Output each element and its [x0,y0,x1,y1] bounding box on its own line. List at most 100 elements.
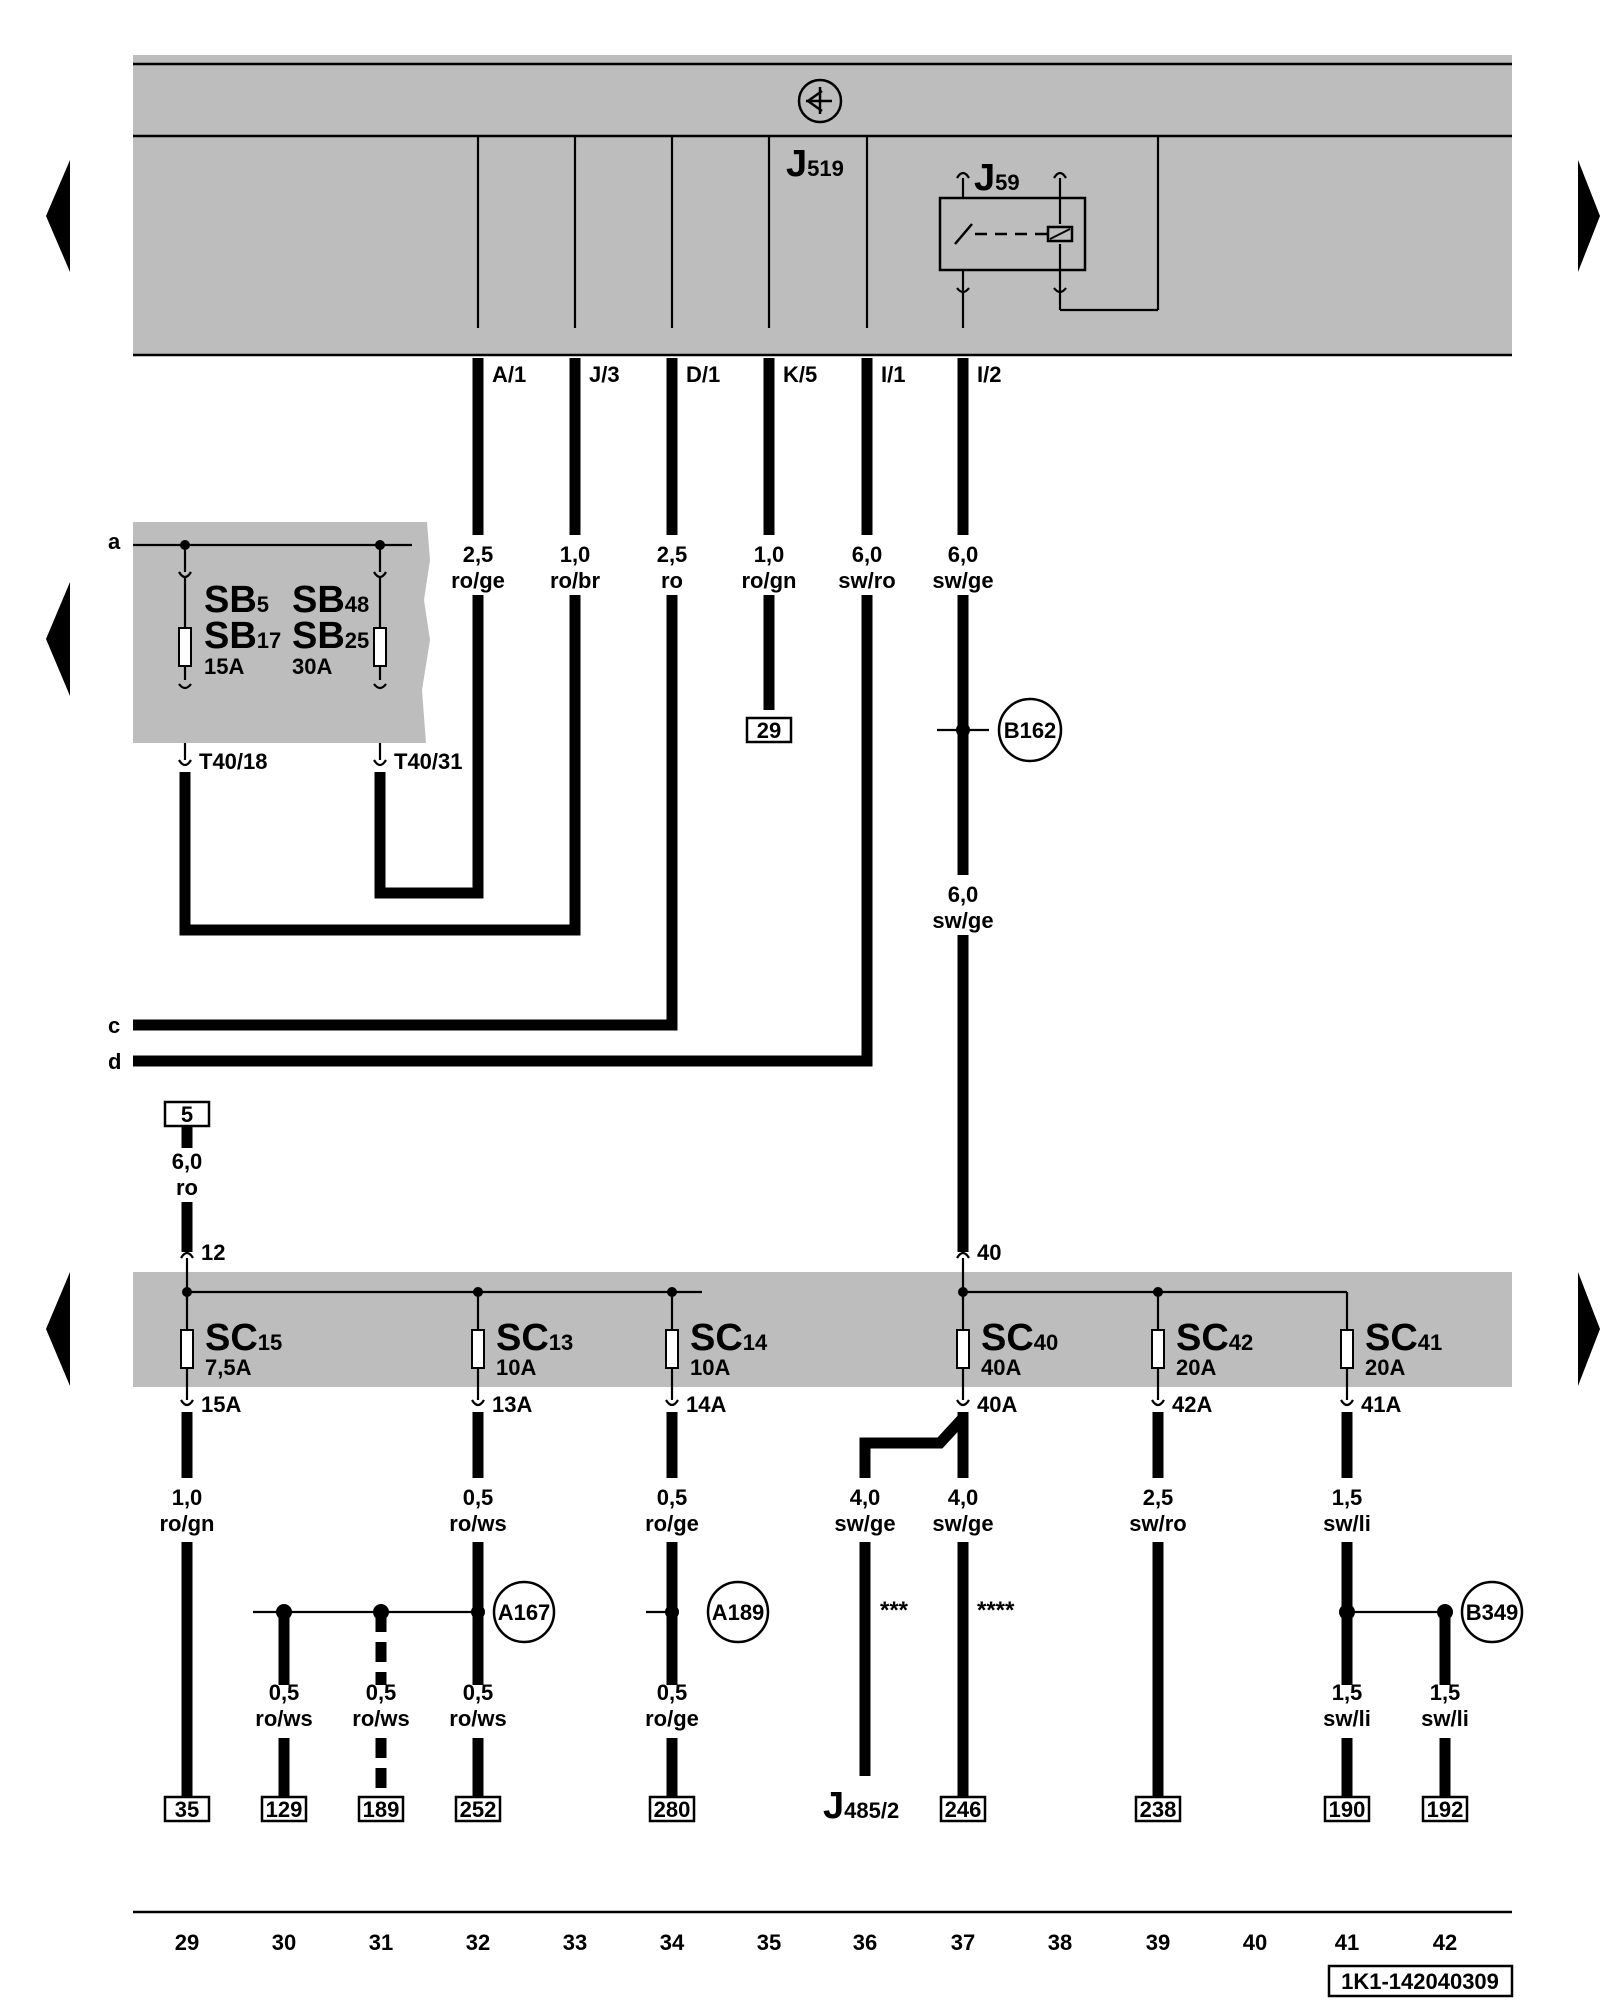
svg-text:sw/li: sw/li [1421,1706,1469,1731]
ref-box-29[interactable]: 29 [745,716,793,744]
bottom-wire-specs-upper: 1,0 ro/gn 0,5 ro/ws 0,5 ro/ge 4,0 sw/ge … [160,1485,1371,1536]
pin-j3: J/3 [589,362,620,387]
note-4-stars: **** [977,1597,1015,1624]
fuse-sc13-icon [471,1329,485,1369]
svg-text:2,5: 2,5 [1143,1485,1174,1510]
svg-text:42A: 42A [1172,1392,1212,1417]
svg-text:35: 35 [175,1797,199,1822]
svg-text:5: 5 [181,1102,193,1127]
svg-text:41A: 41A [1361,1392,1401,1417]
pin-d1: D/1 [686,362,720,387]
side-ref-c[interactable]: c [108,1013,120,1038]
t40-31-label: T40/31 [394,749,463,774]
svg-text:0,5: 0,5 [269,1680,300,1705]
svg-text:10A: 10A [690,1355,730,1380]
svg-text:20A: 20A [1176,1355,1216,1380]
svg-text:ro/ge: ro/ge [645,1511,699,1536]
svg-text:B162: B162 [1004,718,1057,743]
svg-text:0,5: 0,5 [657,1680,688,1705]
nav-left-arrow-top[interactable] [46,160,70,272]
ref-box-190[interactable]: 190 [1323,1795,1371,1823]
svg-text:ro/ws: ro/ws [449,1706,506,1731]
svg-text:0,5: 0,5 [657,1485,688,1510]
fuse-sc15-icon [180,1329,194,1369]
svg-text:34: 34 [660,1930,685,1955]
svg-text:1,5: 1,5 [1430,1680,1461,1705]
svg-text:30: 30 [272,1930,296,1955]
nav-left-arrow-bottom[interactable] [46,1272,70,1386]
svg-text:40A: 40A [977,1392,1017,1417]
pin-12-label: 12 [201,1240,225,1265]
svg-text:1,0: 1,0 [754,542,785,567]
sb48-label: SB48 [292,579,369,621]
ref-box-246[interactable]: 246 [939,1795,987,1823]
svg-text:6,0: 6,0 [172,1149,203,1174]
ref-box-192[interactable]: 192 [1421,1795,1469,1823]
j59-label: J59 [974,157,1020,199]
j519-control-unit: J519 J59 [133,55,1512,357]
svg-text:B349: B349 [1466,1600,1519,1625]
sc14-label: SC14 [690,1317,768,1359]
svg-text:189: 189 [363,1797,400,1822]
sb17-rating: 15A [204,654,244,679]
fuse-sb25-icon [373,627,387,667]
nav-right-arrow-bottom[interactable] [1578,1272,1600,1386]
svg-text:36: 36 [853,1930,877,1955]
svg-text:41: 41 [1335,1930,1359,1955]
svg-text:38: 38 [1048,1930,1072,1955]
side-ref-d[interactable]: d [108,1049,121,1074]
svg-text:A189: A189 [712,1600,765,1625]
sb17-label: SB17 [204,615,281,657]
pin-40-label: 40 [977,1240,1001,1265]
ref-box-35[interactable]: 35 [163,1795,211,1823]
svg-text:6,0: 6,0 [948,882,979,907]
column-numbers: 29 30 31 32 33 34 35 36 37 38 39 40 41 4… [175,1930,1457,1955]
splice-b349: B349 [1460,1580,1524,1644]
ref-box-129[interactable]: 129 [260,1795,308,1823]
top-connector-labels: A/1 J/3 D/1 K/5 I/1 I/2 [492,362,1001,387]
pin-i2: I/2 [977,362,1001,387]
j519-label: J519 [786,143,844,185]
svg-text:ro/ge: ro/ge [645,1706,699,1731]
ref-box-5[interactable]: 5 [163,1100,211,1128]
svg-text:0,5: 0,5 [366,1680,397,1705]
svg-text:40: 40 [1243,1930,1267,1955]
svg-text:sw/ge: sw/ge [932,908,993,933]
svg-text:39: 39 [1146,1930,1170,1955]
svg-text:4,0: 4,0 [850,1485,881,1510]
svg-text:1K1-142040309: 1K1-142040309 [1341,1969,1499,1994]
svg-text:A167: A167 [498,1600,551,1625]
document-id: 1K1-142040309 [1327,1964,1514,1998]
svg-text:6,0: 6,0 [948,542,979,567]
svg-text:ro/gn: ro/gn [160,1511,215,1536]
svg-text:1,5: 1,5 [1332,1680,1363,1705]
ref-box-238[interactable]: 238 [1134,1795,1182,1823]
pin-a1: A/1 [492,362,526,387]
svg-text:ro/ge: ro/ge [451,568,505,593]
fuse-sc42-icon [1151,1329,1165,1369]
ref-box-189[interactable]: 189 [357,1795,405,1823]
bottom-wires [181,1412,1453,1800]
sb25-label: SB25 [292,615,369,657]
nav-right-arrow-top[interactable] [1578,160,1600,272]
sc40-label: SC40 [981,1317,1058,1359]
svg-text:sw/li: sw/li [1323,1511,1371,1536]
nav-left-arrow-mid[interactable] [46,582,70,696]
svg-text:1,0: 1,0 [560,542,591,567]
svg-text:129: 129 [266,1797,303,1822]
fuse-sc40-icon [956,1329,970,1369]
svg-text:6,0: 6,0 [852,542,883,567]
svg-text:ro/br: ro/br [550,568,601,593]
sb-fuse-box: SB5 SB48 SB17 SB25 15A 30A [133,522,430,743]
svg-text:252: 252 [460,1797,497,1822]
side-ref-a[interactable]: a [108,529,121,554]
svg-text:4,0: 4,0 [948,1485,979,1510]
svg-text:29: 29 [175,1930,199,1955]
top-wires [133,358,969,1252]
svg-text:32: 32 [466,1930,490,1955]
sc-fuse-labels: SC15 7,5A SC13 10A SC14 10A SC40 40A SC4… [205,1317,1442,1380]
svg-text:40A: 40A [981,1355,1021,1380]
ref-box-252[interactable]: 252 [454,1795,502,1823]
ref-box-280[interactable]: 280 [648,1795,696,1823]
ground-symbol-icon [797,78,843,124]
